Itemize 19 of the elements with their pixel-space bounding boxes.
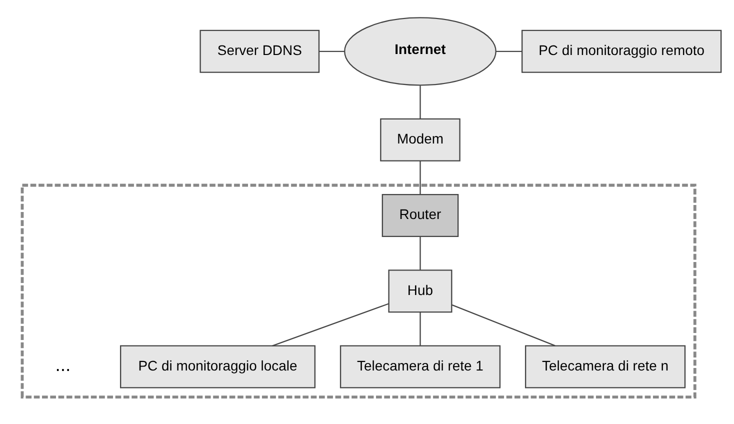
cluster: [20, 184, 696, 398]
node-box: Router: [382, 194, 459, 238]
connector: [420, 236, 421, 270]
node-box: Hub: [388, 270, 452, 313]
connector: [272, 303, 389, 346]
label: ...: [55, 354, 71, 376]
node-ellipse: Internet: [344, 17, 496, 86]
connector: [420, 312, 421, 346]
node-box: Telecamera di rete n: [524, 345, 686, 388]
node-box: Telecamera di rete 1: [340, 345, 501, 388]
node-box: PC di monitoraggio locale: [120, 345, 316, 388]
node-box: PC di monitoraggio remoto: [521, 30, 722, 73]
connector: [420, 161, 421, 194]
node-box: Modem: [380, 118, 460, 162]
connector: [452, 304, 556, 346]
connector: [420, 86, 421, 119]
node-box: Server DDNS: [200, 30, 320, 73]
connector: [496, 50, 522, 52]
connector: [319, 50, 344, 52]
